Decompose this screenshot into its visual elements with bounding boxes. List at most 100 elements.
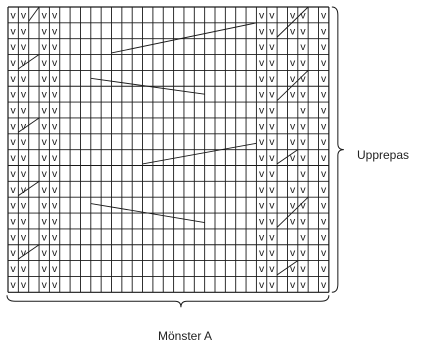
stitch-v-symbol: v [42, 184, 48, 196]
stitch-v-symbol: v [11, 247, 17, 259]
stitch-v-symbol: v [21, 73, 27, 85]
stitch-v-symbol: v [269, 247, 275, 259]
stitch-v-symbol: v [42, 247, 48, 259]
stitch-v-symbol: v [269, 57, 275, 69]
stitch-v-symbol: v [21, 247, 27, 259]
stitch-v-symbol: v [259, 25, 265, 37]
stitch-v-symbol: v [321, 41, 327, 53]
stitch-v-symbol: v [300, 215, 306, 227]
stitch-v-symbol: v [269, 73, 275, 85]
stitch-v-symbol: v [42, 279, 48, 291]
stitch-v-symbol: v [11, 279, 17, 291]
stitch-v-symbol: v [300, 89, 306, 101]
stitch-v-symbol: v [21, 152, 27, 164]
cable-line [142, 142, 257, 165]
stitch-v-symbol: v [42, 73, 48, 85]
stitch-v-symbol: v [21, 184, 27, 196]
stitch-v-symbol: v [269, 168, 275, 180]
stitch-v-symbol: v [259, 247, 265, 259]
stitch-v-symbol: v [52, 215, 58, 227]
stitch-v-symbol: v [290, 215, 296, 227]
stitch-v-symbol: v [269, 41, 275, 53]
stitch-v-symbol: v [52, 247, 58, 259]
stitch-v-symbol: v [321, 184, 327, 196]
stitch-v-symbol: v [11, 152, 17, 164]
stitch-v-symbol: v [300, 152, 306, 164]
stitch-v-symbol: v [52, 41, 58, 53]
stitch-v-symbol: v [321, 247, 327, 259]
cable-line [90, 77, 205, 95]
stitch-v-symbol: v [52, 105, 58, 117]
stitch-v-symbol: v [259, 57, 265, 69]
stitch-v-symbol: v [290, 57, 296, 69]
stitch-v-symbol: v [42, 9, 48, 21]
stitch-v-symbol: v [11, 263, 17, 275]
stitch-v-symbol: v [11, 57, 17, 69]
cable-line [18, 244, 40, 260]
stitch-v-symbol: v [21, 231, 27, 243]
stitch-v-symbol: v [11, 215, 17, 227]
cable-line [111, 22, 257, 54]
cable-line [276, 196, 309, 228]
stitch-v-symbol: v [11, 231, 17, 243]
cable-line [18, 54, 40, 70]
stitch-v-symbol: v [259, 152, 265, 164]
stitch-v-symbol: v [300, 105, 306, 117]
stitch-v-symbol: v [269, 200, 275, 212]
stitch-v-symbol: v [259, 263, 265, 275]
stitch-v-symbol: v [42, 200, 48, 212]
stitch-v-symbol: v [11, 25, 17, 37]
stitch-v-symbol: v [321, 105, 327, 117]
stitch-v-symbol: v [52, 263, 58, 275]
stitch-v-symbol: v [52, 89, 58, 101]
stitch-v-symbol: v [21, 89, 27, 101]
stitch-v-symbol: v [52, 152, 58, 164]
stitch-v-symbol: v [21, 9, 27, 21]
bottom-brace [6, 295, 330, 308]
stitch-v-symbol: v [21, 120, 27, 132]
stitch-v-symbol: v [300, 73, 306, 85]
stitch-v-symbol: v [21, 136, 27, 148]
stitch-v-symbol: v [321, 215, 327, 227]
stitch-v-symbol: v [11, 184, 17, 196]
stitch-v-symbol: v [42, 41, 48, 53]
stitch-v-symbol: v [42, 168, 48, 180]
stitch-v-symbol: v [290, 263, 296, 275]
stitch-v-symbol: v [52, 136, 58, 148]
stitch-v-symbol: v [42, 89, 48, 101]
stitch-v-symbol: v [42, 120, 48, 132]
stitch-v-symbol: v [42, 263, 48, 275]
stitch-v-symbol: v [321, 152, 327, 164]
stitch-v-symbol: v [321, 168, 327, 180]
stitch-v-symbol: v [52, 200, 58, 212]
stitch-v-symbol: v [300, 41, 306, 53]
cable-line [18, 180, 40, 196]
pattern-label: Mönster A [158, 329, 213, 343]
stitch-v-symbol: v [52, 184, 58, 196]
stitch-v-symbol: v [259, 279, 265, 291]
stitch-v-symbol: v [321, 73, 327, 85]
stitch-v-symbol: v [52, 279, 58, 291]
stitch-v-symbol: v [300, 57, 306, 69]
stitch-v-symbol: v [290, 184, 296, 196]
stitch-v-symbol: v [259, 120, 265, 132]
stitch-v-symbol: v [269, 25, 275, 37]
stitch-v-symbol: v [21, 105, 27, 117]
stitch-v-symbol: v [21, 200, 27, 212]
stitch-v-symbol: v [42, 215, 48, 227]
stitch-v-symbol: v [290, 136, 296, 148]
stitch-v-symbol: v [259, 215, 265, 227]
stitch-v-symbol: v [42, 105, 48, 117]
stitch-v-symbol: v [11, 9, 17, 21]
stitch-v-symbol: v [300, 247, 306, 259]
stitch-v-symbol: v [52, 120, 58, 132]
stitch-v-symbol: v [300, 200, 306, 212]
stitch-v-symbol: v [290, 279, 296, 291]
stitch-v-symbol: v [290, 89, 296, 101]
stitch-v-symbol: v [21, 263, 27, 275]
stitch-v-symbol: v [269, 279, 275, 291]
stitch-v-symbol: v [321, 57, 327, 69]
stitch-v-symbol: v [269, 215, 275, 227]
stitch-v-symbol: v [42, 136, 48, 148]
